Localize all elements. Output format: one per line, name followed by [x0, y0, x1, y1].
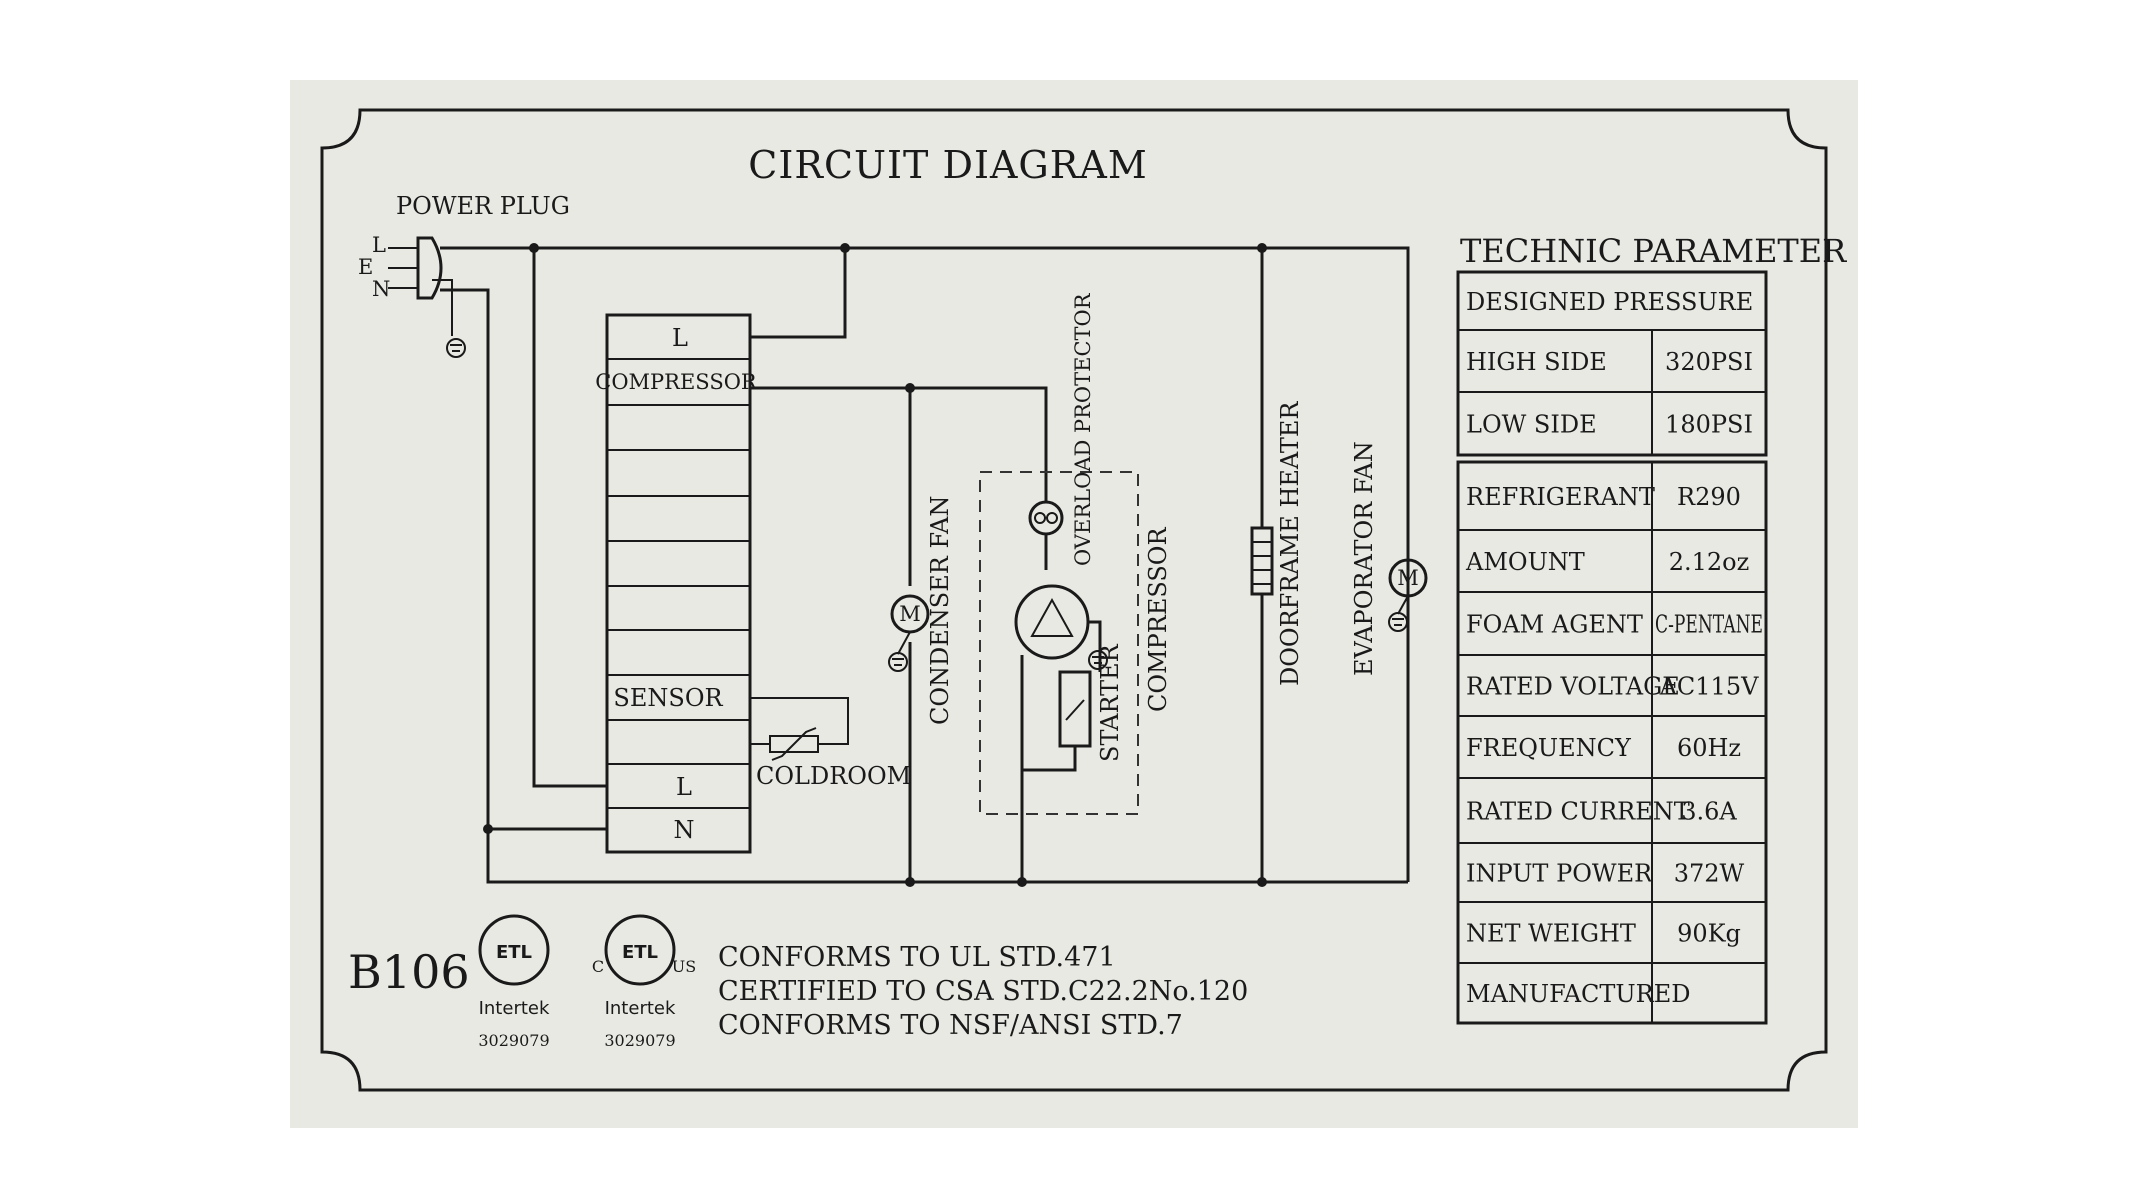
junction-dot [905, 877, 915, 887]
standard-line: CERTIFIED TO CSA STD.C22.2No.120 [718, 976, 1248, 1007]
ctrl-compressor-label: COMPRESSOR [595, 370, 758, 394]
parameter-name: INPUT POWER [1466, 860, 1653, 888]
cert-number: 3029079 [478, 1031, 549, 1050]
coldroom-label: COLDROOM [756, 762, 911, 790]
parameter-name: MANUFACTURED [1466, 980, 1690, 1008]
parameter-name: FREQUENCY [1466, 734, 1632, 762]
starter-label: STARTER [1096, 643, 1124, 762]
parameter-value: AC115V [1659, 673, 1760, 701]
thermistor-icon [769, 727, 819, 761]
parameter-name: DESIGNED PRESSURE [1466, 288, 1753, 316]
starter-return-wire [1022, 746, 1077, 772]
cert-brand: Intertek [479, 998, 550, 1019]
parameter-name: LOW SIDE [1466, 411, 1597, 439]
plug-e-label: E [358, 255, 373, 279]
ground-icon [1388, 612, 1408, 632]
controller-block [605, 313, 752, 854]
ctrl-n-label: N [674, 816, 695, 844]
standard-line: CONFORMS TO UL STD.471 [718, 942, 1116, 973]
parameter-value: C-PENTANE [1655, 611, 1763, 639]
junction-dot [1017, 877, 1027, 887]
parameters-heading: TECHNIC PARAMETER [1460, 232, 1847, 270]
junction-dot [529, 243, 539, 253]
power-plug-label: POWER PLUG [396, 192, 570, 220]
condenser-fan-label: CONDENSER FAN [926, 496, 954, 725]
technic-parameter-table: DESIGNED PRESSURE HIGH SIDE 320PSI LOW SIDE… [1456, 270, 1768, 1025]
ctrl-l-bottom-label: L [676, 773, 692, 801]
svg-text:ETL: ETL [622, 942, 658, 963]
c-etl-us-listed-mark: ETL C US [592, 914, 696, 986]
parameter-value: 60Hz [1677, 734, 1741, 762]
standard-line: CONFORMS TO NSF/ANSI STD.7 [718, 1010, 1183, 1041]
parameter-name: RATED VOLTAGE [1466, 673, 1680, 701]
svg-text:C: C [592, 957, 604, 976]
svg-text:US: US [672, 957, 696, 976]
parameter-value: 180PSI [1665, 411, 1753, 439]
parameter-value: 3.6A [1681, 798, 1737, 826]
parameter-name: HIGH SIDE [1466, 348, 1607, 376]
plate-border [320, 108, 1828, 1092]
svg-text:ETL: ETL [496, 942, 532, 963]
parameter-value: 320PSI [1665, 348, 1753, 376]
sensor-wire-a [750, 697, 849, 745]
compressor-output-wire [750, 386, 1048, 502]
svg-text:M: M [1397, 566, 1419, 590]
junction-dot [1257, 877, 1267, 887]
parameter-value: 90Kg [1677, 920, 1741, 948]
parameter-name: NET WEIGHT [1466, 920, 1636, 948]
label-plate [290, 80, 1858, 1128]
junction-dot [483, 824, 493, 834]
diagram-title: CIRCUIT DIAGRAM [748, 143, 1147, 187]
parameter-value: 2.12oz [1669, 548, 1750, 576]
parameter-value: R290 [1677, 483, 1741, 511]
ctrl-l-wire [750, 248, 847, 339]
doorframe-heater-icon [1250, 526, 1274, 596]
ground-icon [888, 652, 908, 672]
compressor-assembly-frame [979, 471, 1139, 815]
cert-brand: Intertek [605, 998, 676, 1019]
ground-icon [1088, 650, 1108, 670]
plug-ground-wire [432, 279, 453, 336]
l-feed-wire [532, 248, 607, 788]
parameter-value: 372W [1674, 860, 1745, 888]
etl-listed-mark: ETL [478, 914, 550, 986]
parameter-name: RATED CURRENT [1466, 798, 1690, 826]
parameter-name: AMOUNT [1465, 548, 1585, 576]
evaporator-fan-ground-wire [1397, 595, 1409, 615]
ctrl-sensor-label: SENSOR [613, 684, 723, 712]
model-number: B106 [348, 945, 470, 999]
parameter-name: REFRIGERANT [1466, 483, 1655, 511]
doorframe-heater-label: DOORFRAME HEATER [1276, 401, 1304, 686]
cert-number: 3029079 [604, 1031, 675, 1050]
plug-l-label: L [372, 233, 386, 257]
plug-n-label: N [372, 277, 390, 301]
compressor-label: COMPRESSOR [1144, 527, 1172, 712]
svg-text:M: M [899, 602, 921, 626]
ctrl-l-top-label: L [672, 324, 688, 352]
compressor-to-starter-wire [1088, 620, 1102, 672]
line-bus-wire [440, 246, 1410, 882]
neutral-bus-wire [440, 288, 1408, 884]
junction-dot [840, 243, 850, 253]
junction-dot [1257, 243, 1267, 253]
junction-dot [905, 383, 915, 393]
overload-protector-label: OVERLOAD PROTECTOR [1071, 292, 1095, 566]
ground-icon [446, 338, 466, 358]
evaporator-fan-label: EVAPORATOR FAN [1350, 441, 1378, 676]
parameter-name: FOAM AGENT [1466, 611, 1643, 639]
power-plug-icon [388, 236, 443, 300]
